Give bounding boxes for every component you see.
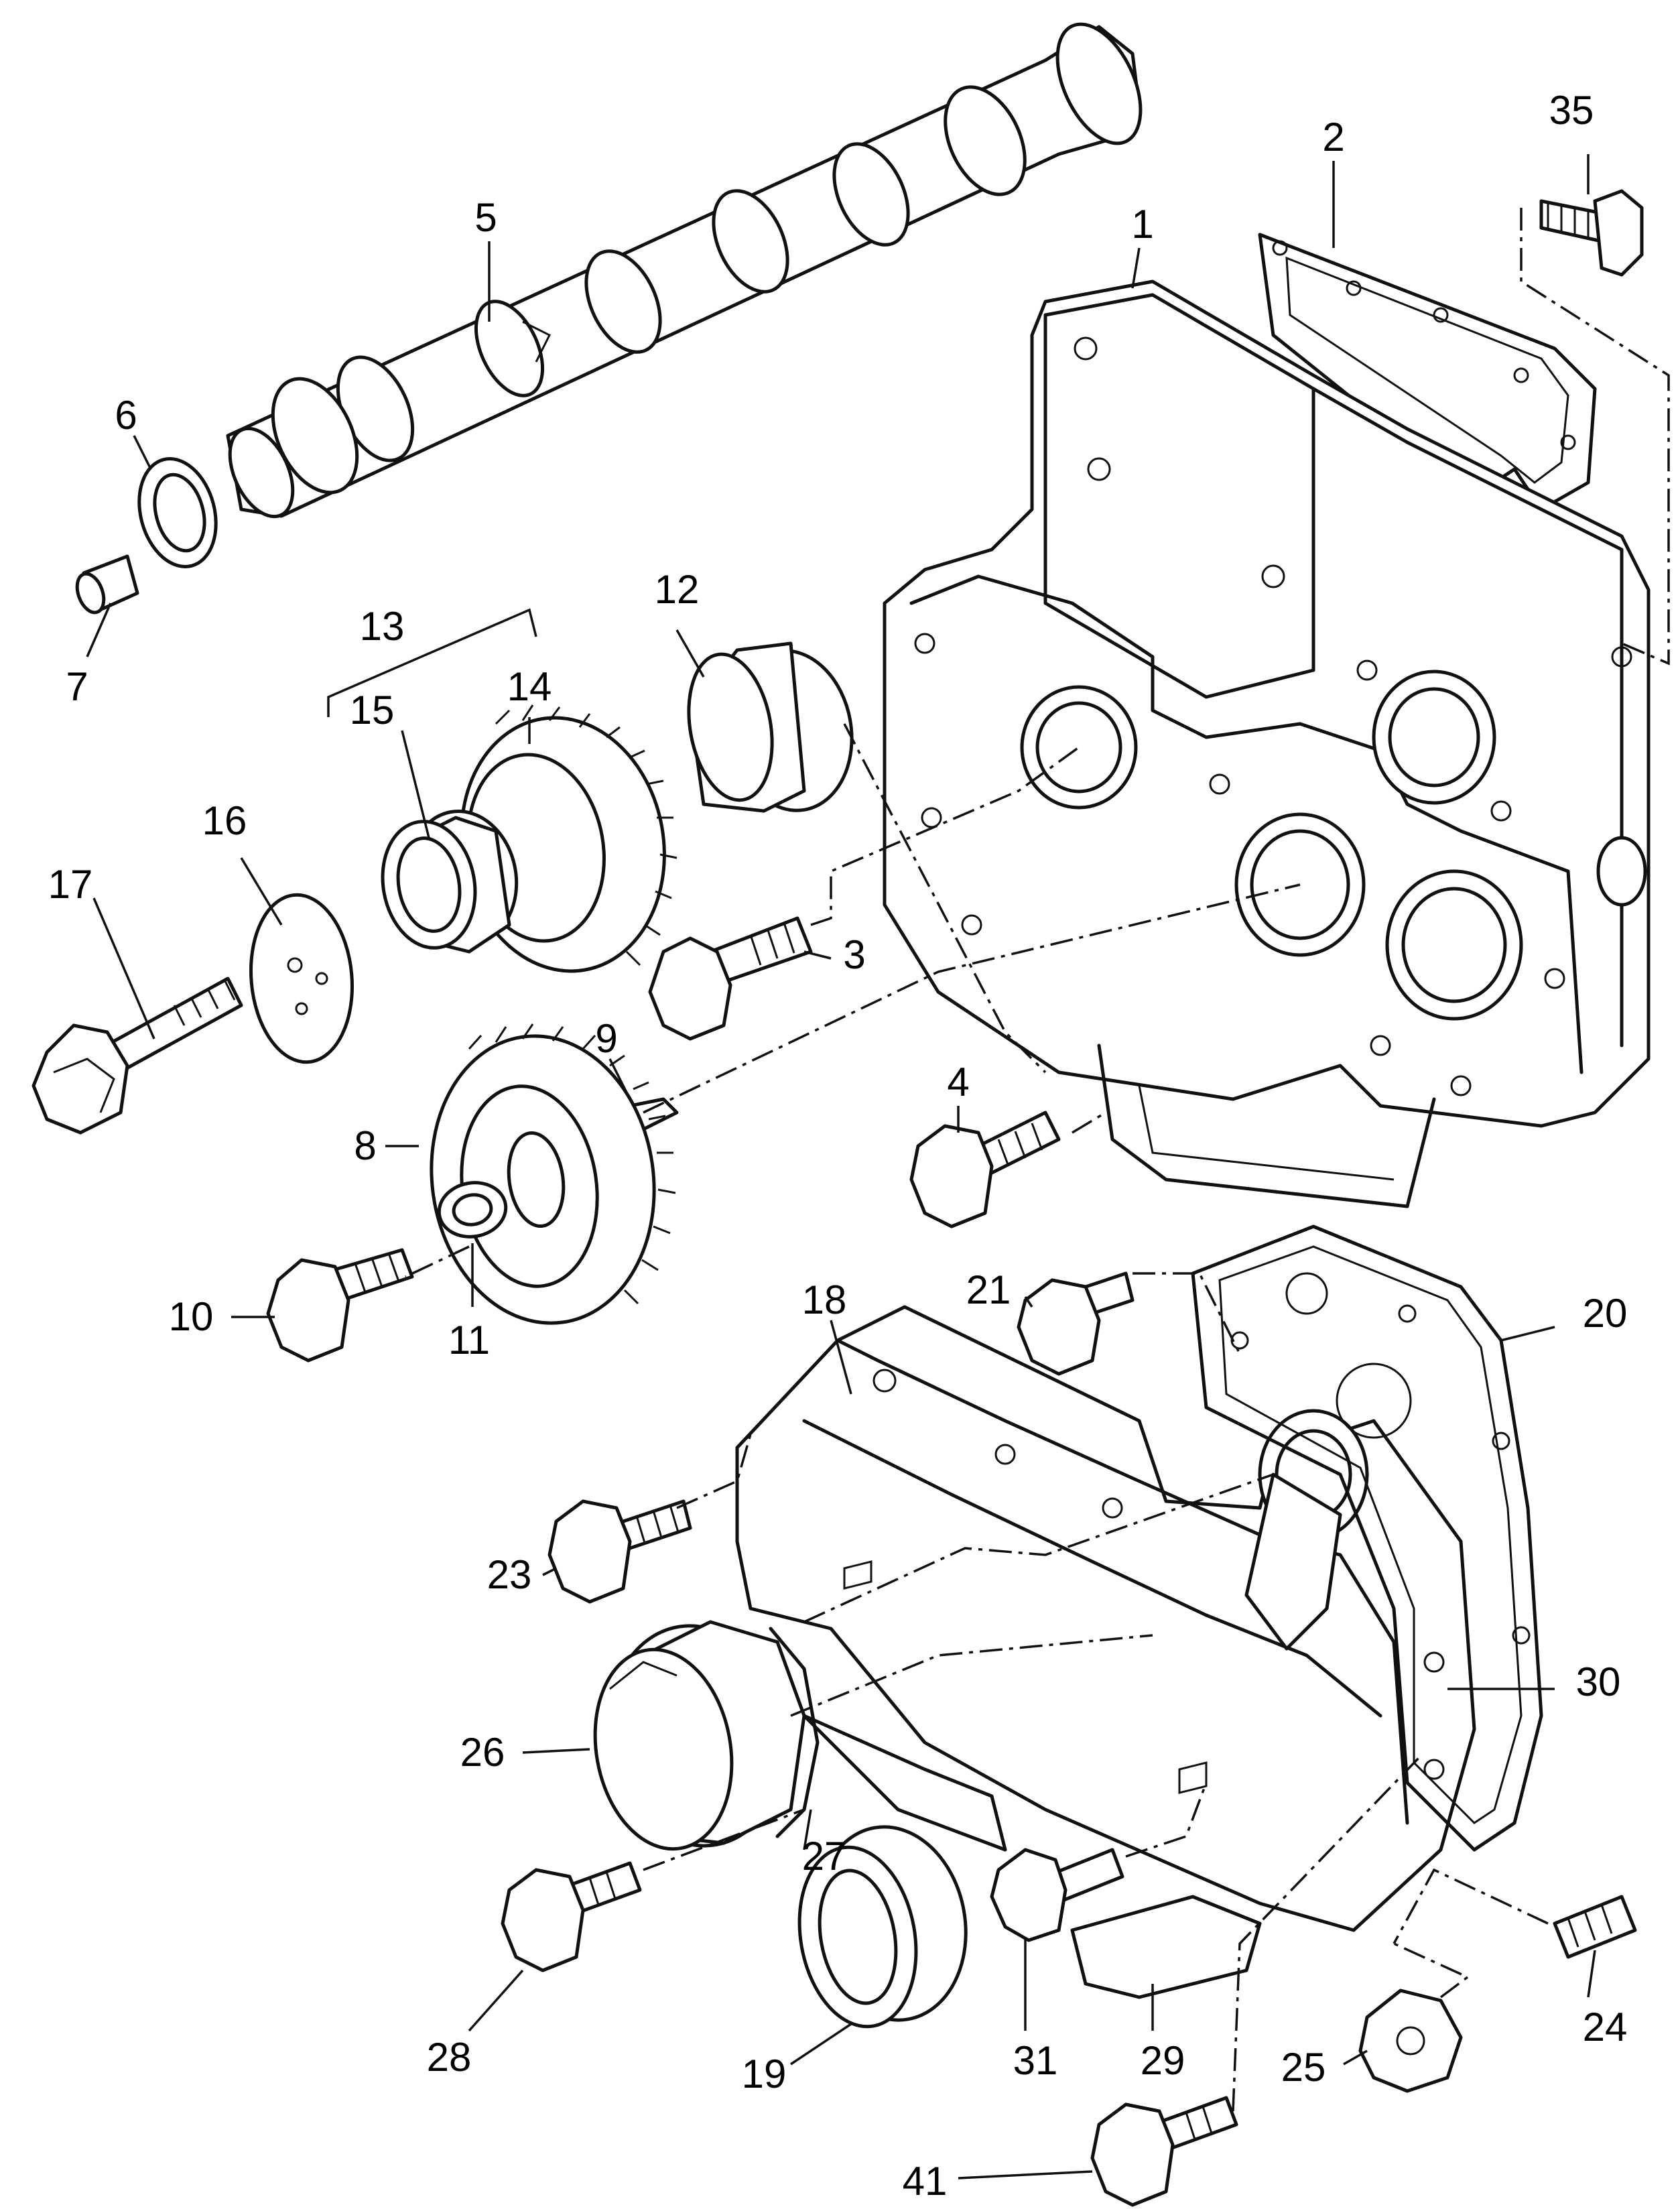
callout-41: 41 bbox=[903, 2159, 948, 2204]
callout-13: 13 bbox=[360, 604, 405, 649]
callout-8: 8 bbox=[354, 1123, 376, 1168]
callout-28: 28 bbox=[427, 2035, 472, 2080]
callout-21: 21 bbox=[966, 1267, 1011, 1312]
callout-15: 15 bbox=[350, 688, 395, 733]
callout-18: 18 bbox=[802, 1277, 847, 1322]
thrust-washer bbox=[137, 457, 218, 568]
callout-10: 10 bbox=[169, 1294, 214, 1339]
bracket-13 bbox=[327, 608, 537, 717]
callout-7: 7 bbox=[66, 664, 88, 709]
oil-seal-12 bbox=[687, 641, 854, 813]
bolt-4 bbox=[909, 1111, 1061, 1228]
callout-20: 20 bbox=[1583, 1291, 1628, 1336]
callout-25: 25 bbox=[1281, 2045, 1326, 2090]
gear-case bbox=[883, 279, 1651, 1208]
collar bbox=[437, 1181, 508, 1239]
idler-hub bbox=[381, 810, 519, 954]
dowel-pin bbox=[75, 554, 139, 615]
callout-4: 4 bbox=[947, 1060, 969, 1104]
callout-24: 24 bbox=[1583, 2005, 1628, 2049]
callout-17: 17 bbox=[48, 862, 93, 907]
stud-24 bbox=[1553, 1895, 1637, 1959]
center-lines bbox=[405, 723, 1549, 2112]
callout-3: 3 bbox=[843, 932, 865, 977]
callout-27: 27 bbox=[802, 1834, 847, 1879]
callout-14: 14 bbox=[507, 664, 552, 709]
callout-26: 26 bbox=[460, 1730, 505, 1775]
callout-2: 2 bbox=[1322, 115, 1344, 160]
bolt-23 bbox=[547, 1499, 692, 1604]
callout-31: 31 bbox=[1013, 2038, 1058, 2083]
callout-5: 5 bbox=[474, 195, 497, 240]
bolt-10 bbox=[266, 1248, 414, 1363]
leader-lines bbox=[86, 154, 1596, 2180]
callout-19: 19 bbox=[742, 2052, 787, 2096]
oil-filter bbox=[593, 1620, 806, 1851]
bolt-31 bbox=[990, 1848, 1124, 1942]
bolt-41 bbox=[1090, 2096, 1238, 2207]
gasket-lower bbox=[1191, 1224, 1543, 1852]
bolt-3 bbox=[648, 916, 813, 1041]
camshaft bbox=[226, 22, 1143, 519]
callout-1: 1 bbox=[1131, 202, 1153, 247]
callout-9: 9 bbox=[595, 1016, 617, 1061]
crank-oil-seal bbox=[797, 1825, 968, 2029]
bolt-21 bbox=[1017, 1271, 1135, 1376]
thrust-plate bbox=[249, 893, 354, 1064]
callout-29: 29 bbox=[1141, 2038, 1185, 2083]
callout-35: 35 bbox=[1549, 88, 1594, 133]
center-line-35 bbox=[1520, 208, 1670, 666]
callout-6: 6 bbox=[115, 393, 137, 438]
filter-gasket bbox=[769, 1627, 820, 1838]
callout-11: 11 bbox=[448, 1318, 490, 1363]
bolt-17 bbox=[31, 976, 243, 1135]
callout-12: 12 bbox=[655, 567, 700, 612]
bolt-28 bbox=[501, 1861, 642, 1972]
callout-30: 30 bbox=[1576, 1659, 1621, 1704]
timing-cover bbox=[735, 1305, 1476, 1932]
crank-gear bbox=[430, 1023, 676, 1325]
callout-23: 23 bbox=[487, 1552, 532, 1597]
callout-16: 16 bbox=[202, 798, 247, 843]
cover-plate bbox=[1070, 1895, 1262, 1999]
callout-labels: 1 2 3 4 5 6 7 8 9 10 11 12 13 14 15 16 1… bbox=[48, 88, 1628, 2204]
bolt-35 bbox=[1539, 189, 1644, 277]
nut-25 bbox=[1358, 1989, 1463, 2093]
